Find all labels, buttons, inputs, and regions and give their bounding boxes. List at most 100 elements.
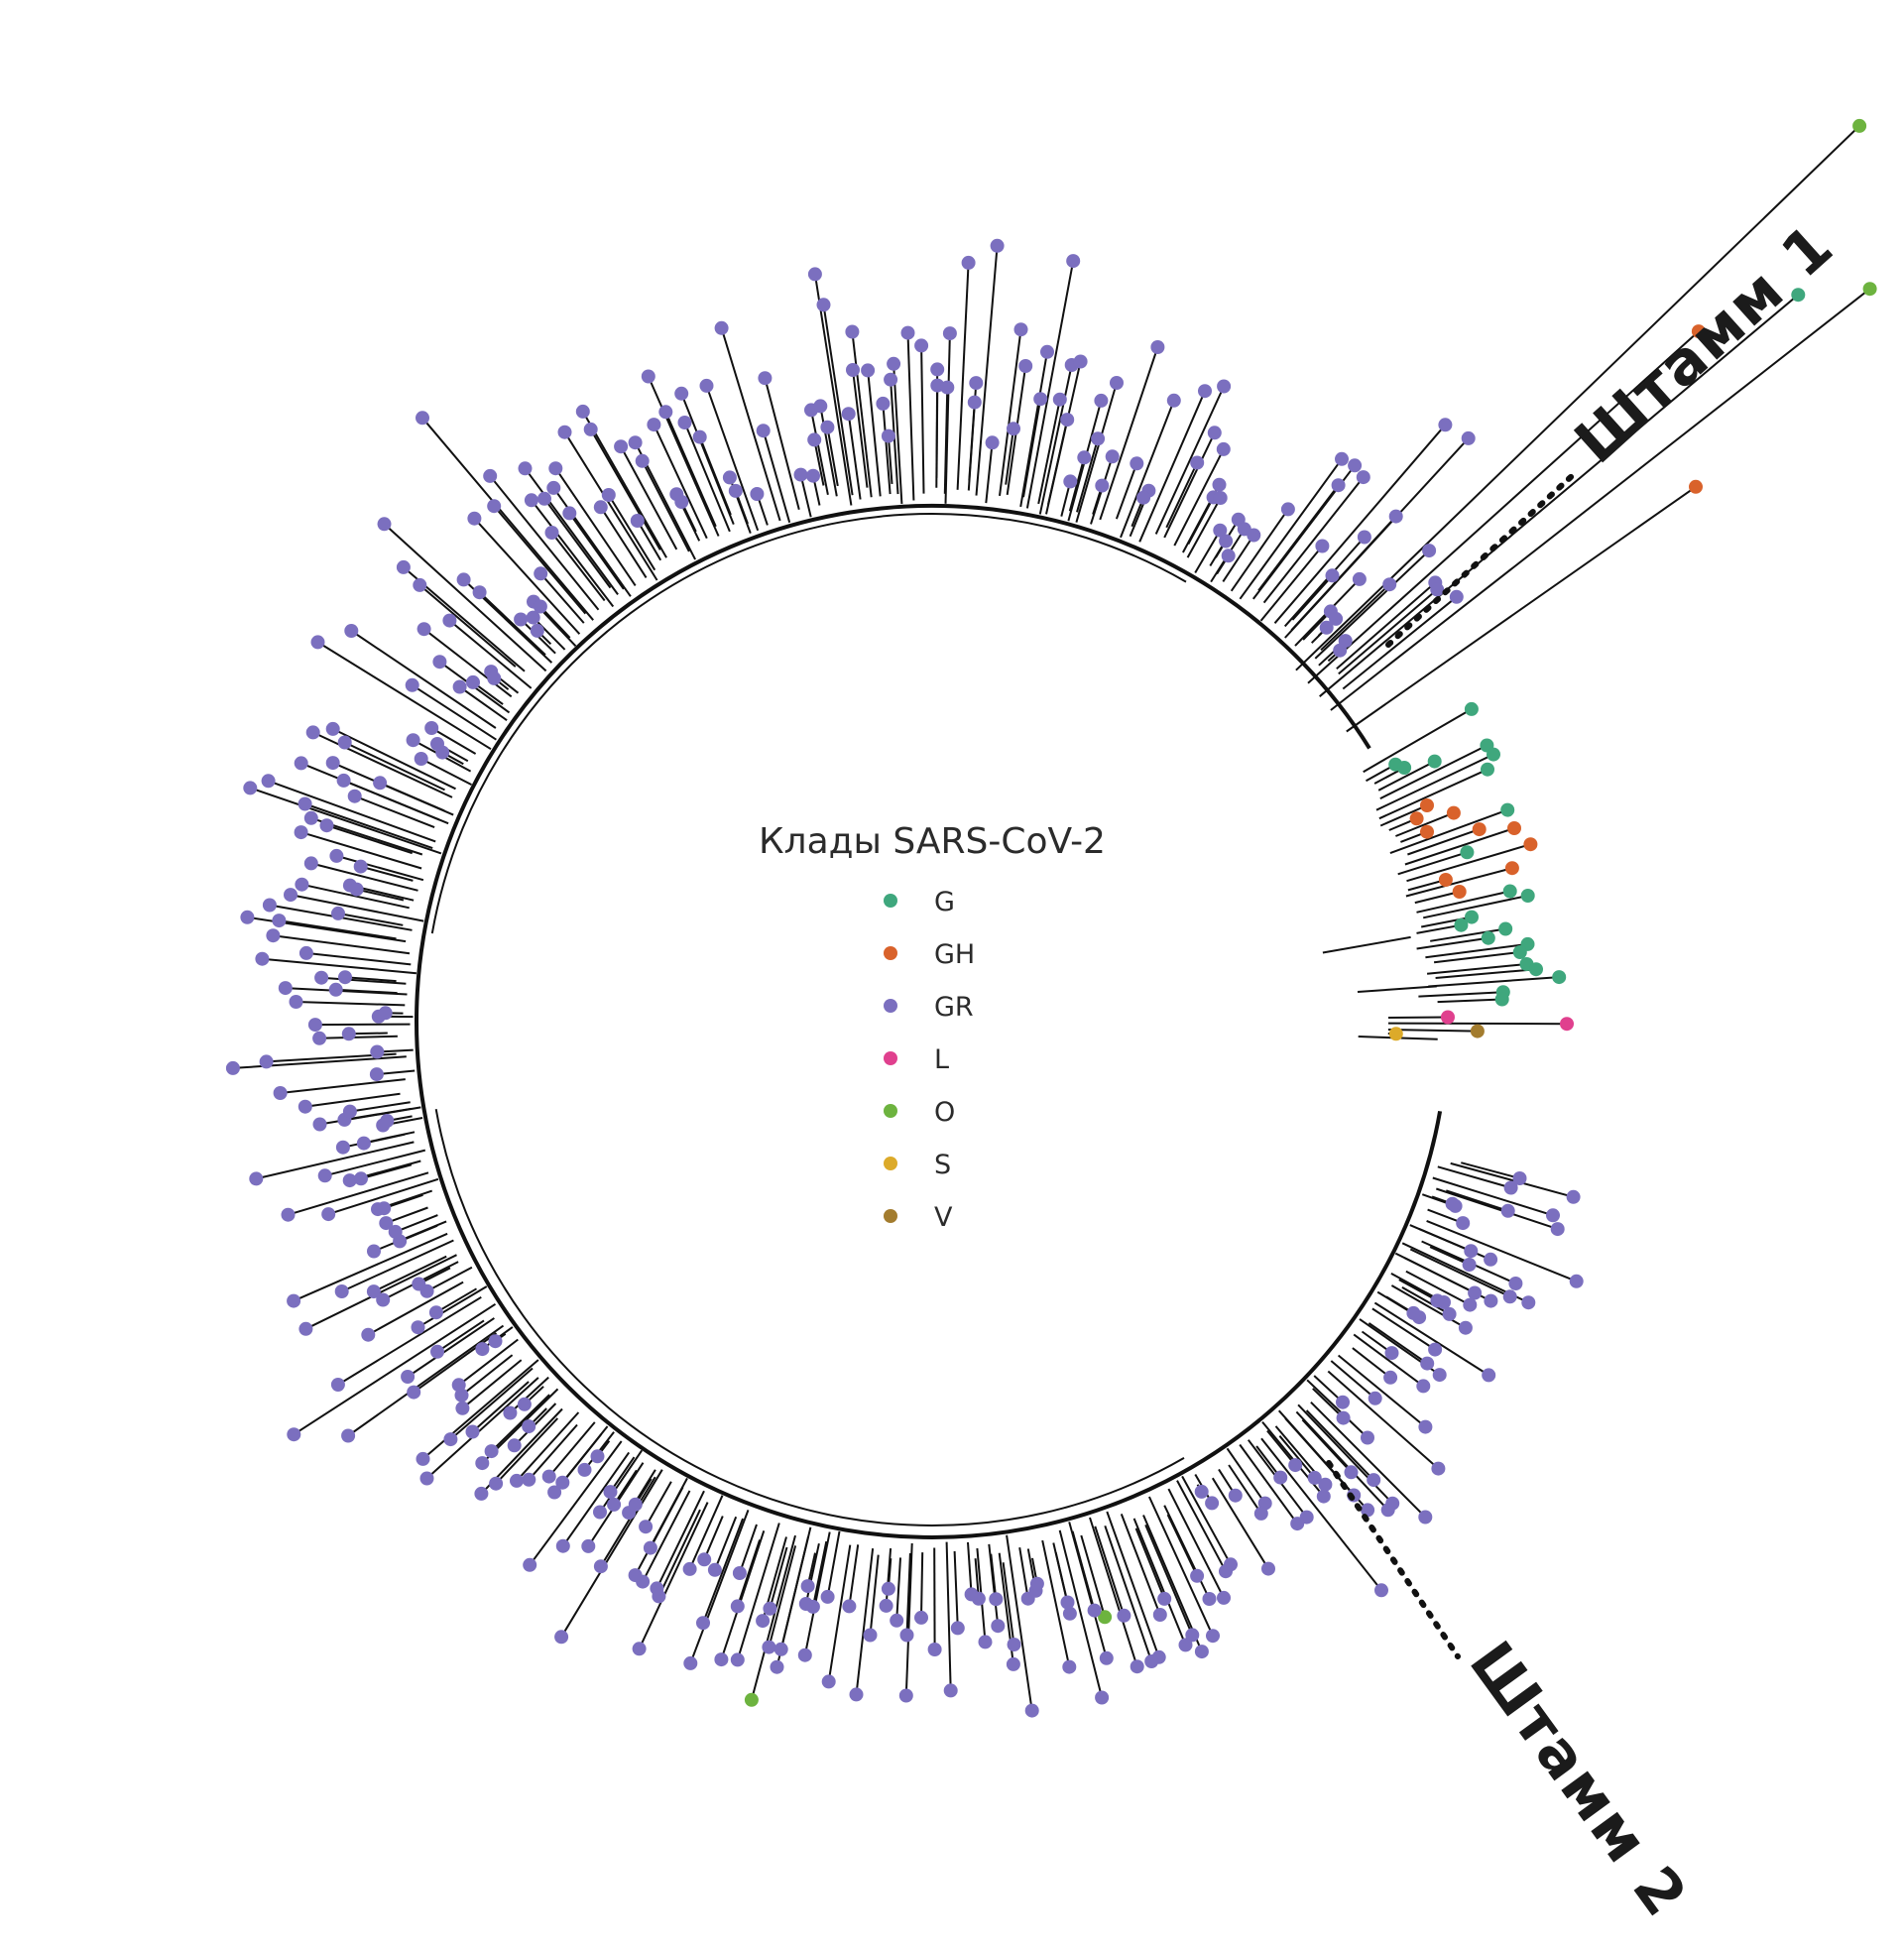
tree-tip-gr: [544, 526, 559, 540]
tree-branch: [421, 1359, 539, 1460]
tree-branch: [1094, 1526, 1126, 1617]
tree-tip-gr: [1336, 1395, 1350, 1409]
tree-branch: [1089, 1517, 1138, 1667]
tree-branch: [769, 1546, 788, 1610]
tree-branch: [1273, 424, 1447, 624]
tree-tip-gr: [401, 1370, 416, 1384]
tree-branch: [581, 411, 667, 558]
tree-tip-gr: [1166, 393, 1181, 408]
tree-tip-gr: [1438, 418, 1453, 432]
tree-branch: [855, 1547, 875, 1695]
tree-branch: [1259, 545, 1324, 622]
tree-tip-gr: [756, 1614, 771, 1629]
tree-tip-gr: [510, 1473, 524, 1488]
tree-branch: [1154, 386, 1226, 535]
tree-branch: [641, 460, 690, 552]
tree-branch: [1239, 458, 1343, 600]
tree-tip-gr: [628, 435, 643, 450]
tree-branch: [1427, 963, 1527, 975]
tree-branch: [344, 976, 397, 983]
tree-tip-gr: [518, 461, 533, 476]
tree-branch: [524, 467, 619, 595]
tree-tip-gr: [356, 1136, 371, 1151]
tree-branch: [273, 934, 411, 955]
tree-tip-gr: [465, 1424, 480, 1439]
tree-tip-gr: [344, 624, 359, 638]
tree-branch: [1305, 1409, 1374, 1481]
tree-branch: [561, 1451, 631, 1547]
tree-tip-gr: [863, 1628, 878, 1643]
tree-branch: [1371, 1307, 1436, 1351]
tree-branch: [1291, 574, 1334, 621]
tree-backbone: [415, 503, 1443, 1539]
tree-tip-gr: [813, 399, 828, 414]
tree-tip-gr: [533, 599, 547, 614]
tree-tip-gr: [1388, 509, 1403, 524]
tree-tip-gr: [1190, 455, 1205, 470]
tree-tip-gr: [338, 970, 352, 985]
tree-branch: [589, 428, 661, 550]
tree-branch: [703, 1516, 724, 1560]
tree-tip-gr: [1157, 1591, 1172, 1606]
tree-tip-gr: [419, 1471, 434, 1486]
tree-tip-gr: [369, 1067, 384, 1082]
tree-tip-gr: [424, 721, 439, 735]
tree-tip-g: [1460, 845, 1475, 860]
tree-branch: [848, 1544, 860, 1607]
tree-branch: [288, 1171, 429, 1216]
tree-branch: [1430, 927, 1506, 942]
tree-tip-gr: [1463, 1297, 1478, 1312]
tree-tip-gr: [590, 1449, 605, 1464]
tree-tip-gr: [1445, 1196, 1460, 1211]
tree-tip-gr: [692, 429, 707, 444]
tree-tip-gr: [845, 324, 860, 339]
tree-branch: [826, 427, 839, 487]
tree-tip-gr: [800, 1579, 815, 1594]
tree-branch: [1187, 496, 1215, 545]
legend-label-s: S: [934, 1150, 951, 1180]
tree-tip-gr: [259, 1054, 274, 1069]
tree-tip-gr: [730, 1652, 745, 1667]
tree-branch: [811, 1540, 828, 1608]
tree-tip-gr: [699, 378, 714, 393]
tree-tip-gr: [298, 945, 313, 960]
tree-tip-gr: [534, 566, 548, 581]
tree-branch: [1025, 260, 1075, 509]
tree-branch: [326, 824, 414, 855]
strain-2-leader-line: [1326, 1460, 1461, 1659]
tree-branch: [1320, 583, 1390, 652]
tree-branch: [1138, 390, 1206, 543]
tree-tip-gr: [575, 404, 590, 419]
tree-branch: [395, 1214, 438, 1233]
tree-tip-gr: [272, 914, 287, 928]
tree-tip-gr: [581, 1538, 596, 1553]
tree-tip-gr: [377, 1201, 392, 1216]
tree-branch: [1047, 419, 1069, 505]
tree-branch: [1037, 399, 1061, 505]
tree-branch: [906, 332, 915, 501]
tree-branch: [420, 758, 472, 786]
tree-branch: [1406, 843, 1531, 883]
tree-tip-gr: [1273, 1470, 1288, 1485]
legend-item-gh: GH: [884, 939, 975, 970]
tree-tip-gr: [1094, 393, 1109, 408]
tree-branch: [373, 1255, 447, 1293]
tree-branch: [319, 1035, 398, 1039]
legend-item-gr: GR: [884, 992, 974, 1023]
tree-tip-gr: [442, 613, 457, 628]
tree-tip-gr: [517, 1397, 532, 1411]
tree-tip-gr: [456, 572, 471, 587]
tree-branch: [720, 327, 781, 522]
tree-branch: [764, 377, 800, 510]
tree-tip-gr: [414, 752, 428, 766]
tree-tip-gr: [325, 756, 340, 771]
tree-tip-gr: [388, 1224, 403, 1239]
tree-tip-gr: [487, 671, 502, 685]
tree-tip-gr: [341, 1027, 356, 1041]
tree-branch: [1357, 985, 1437, 993]
tree-tips: [225, 118, 1877, 1718]
tree-branch: [762, 429, 791, 524]
tree-branch: [985, 442, 994, 504]
tree-tip-gr: [1221, 549, 1236, 563]
tree-tip-l: [1560, 1017, 1574, 1032]
